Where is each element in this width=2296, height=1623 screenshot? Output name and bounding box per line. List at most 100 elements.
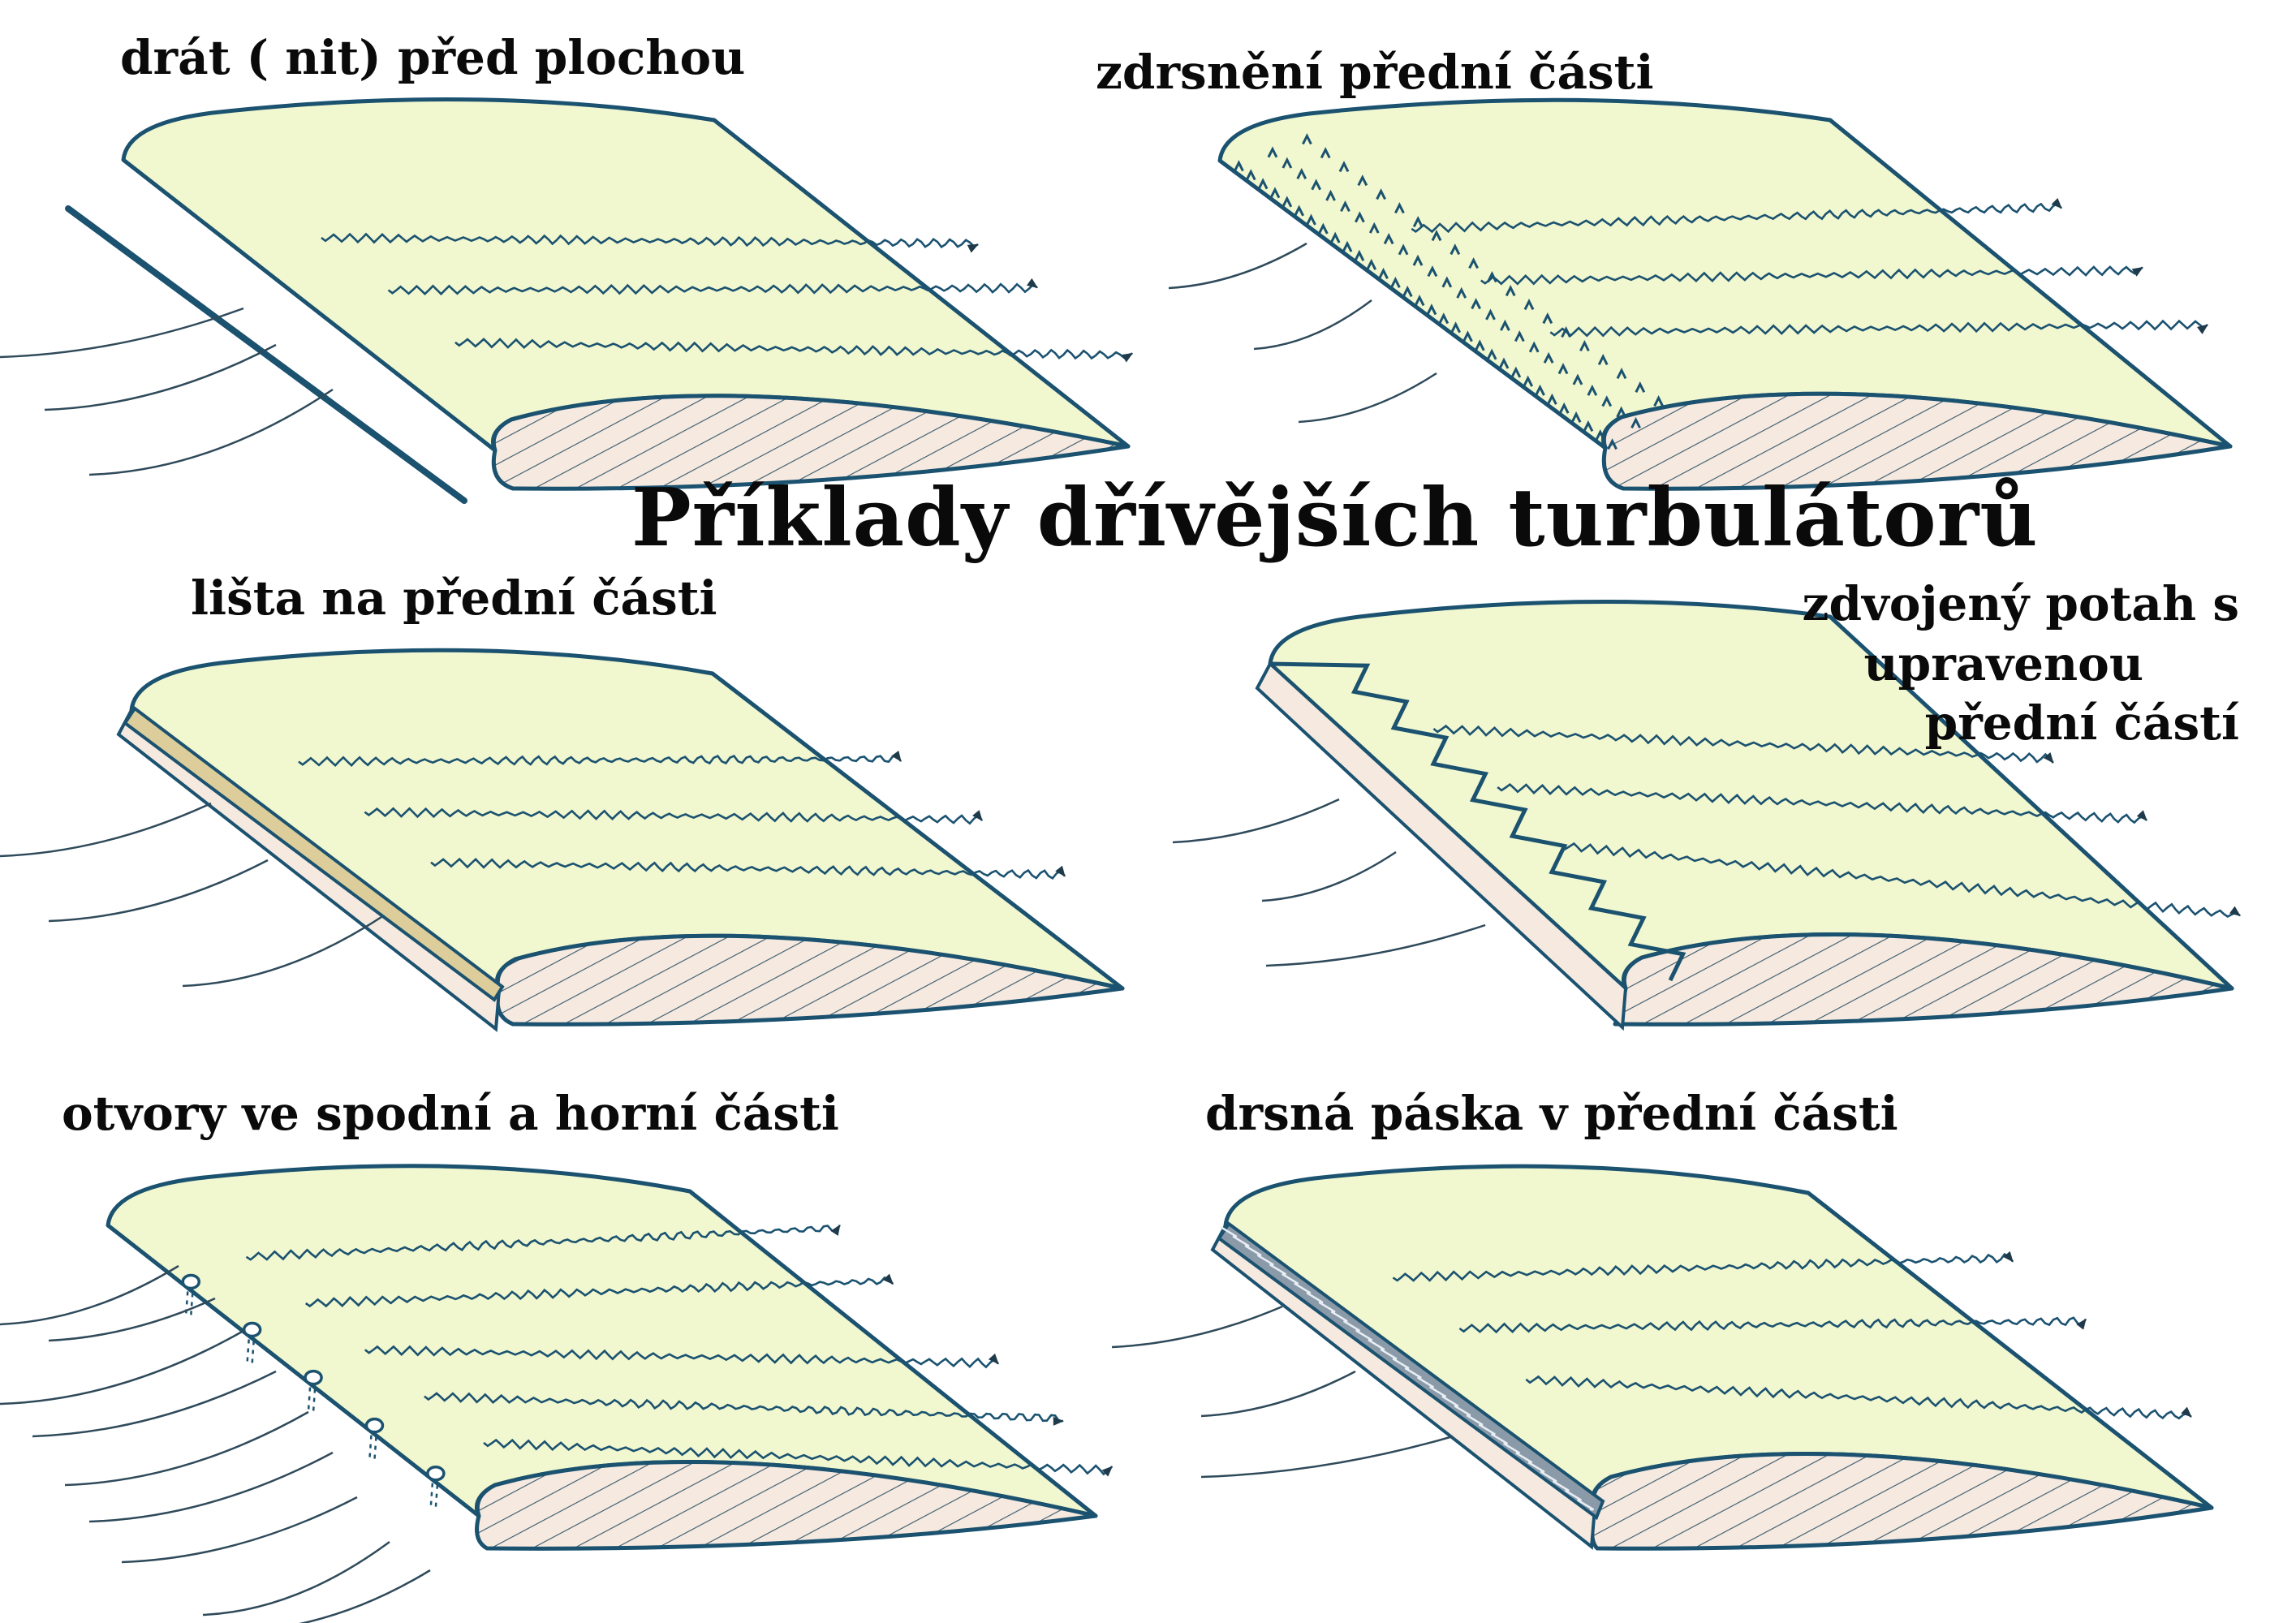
incoming-flow-line	[0, 1329, 244, 1406]
turbulent-streak-arrow	[321, 232, 979, 253]
roughness-mark	[1510, 366, 1522, 378]
incoming-flow-line	[48, 1297, 216, 1342]
incoming-flow-line	[88, 1451, 334, 1523]
wing-panel-tape	[1111, 1164, 2214, 1551]
roughness-mark	[1572, 373, 1583, 385]
roughness-mark	[1412, 216, 1424, 228]
roughness-mark	[1570, 411, 1582, 423]
roughness-mark	[1630, 416, 1641, 428]
roughness-mark	[1450, 321, 1461, 334]
roughness-mark	[1412, 254, 1424, 266]
turbulent-streak-arrow	[430, 857, 1066, 880]
wing-panel-holes	[0, 1164, 1114, 1623]
caption-double-skin: zdvojený potah s upravenou přední částí	[1803, 575, 2239, 754]
roughness-mark	[1523, 375, 1534, 387]
roughness-mark	[1547, 393, 1557, 405]
roughness-mark	[1653, 394, 1664, 407]
page-title: Příklady dřívějších turbulátorů	[631, 471, 2039, 565]
roughness-mark	[1441, 276, 1453, 288]
roughness-mark	[1498, 357, 1510, 369]
incoming-flow-line	[299, 1569, 431, 1623]
hole-opening	[181, 1273, 201, 1290]
hole-channel	[246, 1339, 255, 1364]
roughness-mark	[1376, 188, 1386, 200]
roughness-mark	[1557, 363, 1569, 375]
incoming-flow-line	[44, 343, 277, 411]
roughness-mark	[1597, 354, 1609, 366]
roughness-mark	[1523, 299, 1535, 311]
turbulent-streak-arrow	[424, 1392, 1064, 1426]
roughness-mark	[1245, 169, 1256, 181]
turbulent-streak-arrow	[1392, 1251, 2014, 1282]
roughness-mark	[1587, 384, 1598, 396]
incoming-flow-line	[1111, 1305, 1283, 1349]
roughness-mark	[1378, 267, 1389, 279]
incoming-flow-line	[1298, 372, 1437, 424]
leading-edge-face	[1255, 661, 1628, 1031]
roughness-mark	[1635, 381, 1646, 394]
roughness-mark	[1294, 204, 1304, 217]
roughness-mark	[1338, 161, 1350, 173]
roughness-mark	[1355, 211, 1365, 223]
incoming-flow-line	[32, 1370, 277, 1438]
roughness-mark	[1595, 429, 1606, 441]
roughness-mark	[1500, 319, 1510, 331]
roughness-mark	[1468, 257, 1479, 269]
upper-surface	[1217, 97, 2233, 450]
incoming-flow-line	[1253, 299, 1372, 351]
incoming-flow-line	[121, 1496, 358, 1564]
roughness-mark	[1543, 351, 1554, 364]
caption-double-skin-line-3: přední částí	[1924, 695, 2239, 751]
incoming-flow-line	[202, 1540, 390, 1617]
hole-opening	[242, 1321, 262, 1338]
roughness-mark	[1427, 265, 1438, 278]
incoming-flow-line	[1265, 923, 1486, 967]
roughness-mark	[1456, 286, 1467, 299]
roughness-mark	[1542, 312, 1553, 325]
hole-channel	[307, 1387, 317, 1412]
caption-rough-tape: drsná páska v přední části	[1205, 1086, 1898, 1141]
roughness-mark	[1558, 402, 1570, 414]
roughness-mark	[1311, 179, 1322, 191]
incoming-flow-line	[0, 1264, 179, 1326]
roughness-mark	[1616, 406, 1626, 418]
incoming-flow-line	[0, 802, 212, 858]
hole-opening	[364, 1417, 385, 1434]
wing-panel-wire	[0, 97, 1134, 504]
roughness-mark	[1366, 258, 1377, 270]
incoming-flow-line	[1200, 1370, 1356, 1418]
roughness-mark	[1474, 339, 1485, 351]
roughness-mark	[1357, 174, 1368, 187]
incoming-flow-line	[88, 388, 334, 476]
turbulent-streak-arrow	[304, 1273, 894, 1308]
caption-leading-edge-strip: lišta na přední části	[191, 570, 717, 626]
incoming-flow-line	[64, 1410, 309, 1487]
roughness-mark	[1257, 178, 1269, 190]
turbulent-streak-arrow	[245, 1224, 841, 1261]
roughness-mark	[1450, 243, 1461, 256]
caption-wire-before-wing: drát ( nit) před plochou	[120, 30, 746, 85]
roughness-mark	[1438, 312, 1450, 325]
turbulent-streak-arrow	[1561, 842, 2241, 919]
wing-panel-double	[1172, 600, 2241, 1031]
roughness-mark	[1528, 341, 1540, 353]
roughness-mark	[1514, 330, 1525, 342]
hole-opening	[426, 1465, 446, 1482]
turbulent-streak-arrow	[1480, 265, 2143, 286]
caption-double-skin-line-1: zdvojený potah s	[1802, 576, 2239, 631]
turbulent-streak-arrow	[454, 338, 1134, 363]
incoming-flow-line	[182, 915, 382, 988]
roughness-mark	[1282, 196, 1293, 208]
caption-roughened-leading-edge: zdrsnění přední části	[1096, 45, 1654, 100]
turbulent-streak-arrow	[1497, 783, 2147, 824]
roughness-mark	[1583, 420, 1594, 433]
airfoil-section	[491, 394, 1131, 491]
turbulent-streak-arrow	[387, 278, 1038, 296]
roughness-mark	[1579, 340, 1590, 352]
roughness-mark	[1234, 160, 1244, 172]
incoming-flow-line	[0, 307, 244, 359]
roughness-mark	[1317, 222, 1329, 235]
tape-texture	[1220, 1225, 1595, 1511]
